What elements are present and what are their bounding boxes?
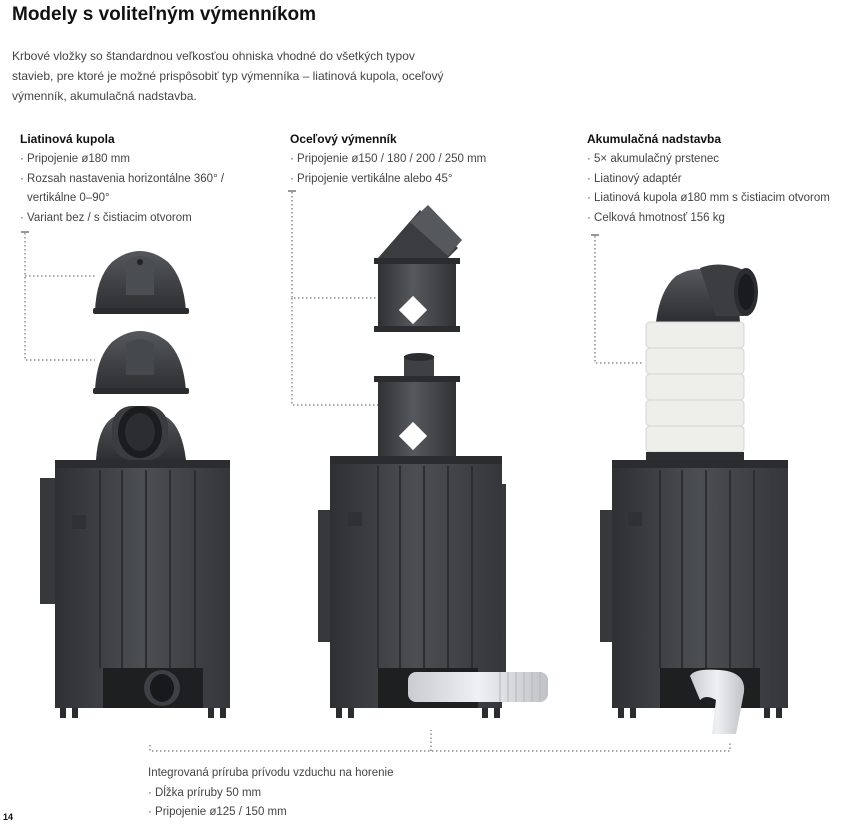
column-cast-iron-dome: Liatinová kupola · Pripojenie ø180 mm · … bbox=[20, 132, 224, 228]
spec-item: · Dĺžka príruby 50 mm bbox=[148, 786, 262, 799]
column-heading: Liatinová kupola bbox=[20, 132, 115, 146]
spec-item: · Rozsah nastavenia horizontálne 360° / bbox=[20, 172, 225, 185]
spec-item: · Liatinový adaptér bbox=[587, 172, 682, 185]
spec-item: · Pripojenie ø150 / 180 / 200 / 250 mm bbox=[290, 153, 487, 165]
column-heading: Akumulačná nadstavba bbox=[587, 132, 722, 146]
spec-item: vertikálne 0–90° bbox=[27, 192, 110, 204]
stove-cast-iron-dome bbox=[40, 251, 230, 718]
spec-item: · Pripojenie ø125 / 150 mm bbox=[148, 806, 287, 818]
note-heading: Integrovaná príruba prívodu vzduchu na h… bbox=[148, 767, 394, 779]
leader-lines bbox=[24, 192, 731, 752]
spec-item: · Celková hmotnosť 156 kg bbox=[587, 211, 725, 224]
spec-item: · Pripojenie ø180 mm bbox=[20, 153, 130, 165]
page-title: Modely s voliteľným výmenníkom bbox=[12, 4, 317, 25]
spec-item: · Liatinová kupola ø180 mm s čistiacim o… bbox=[587, 192, 830, 204]
spec-item: · Pripojenie vertikálne alebo 45° bbox=[290, 172, 453, 185]
column-steel-exchanger: Oceľový výmenník · Pripojenie ø150 / 180… bbox=[290, 132, 486, 189]
page-number: 14 bbox=[3, 812, 14, 822]
air-inlet-note: Integrovaná príruba prívodu vzduchu na h… bbox=[148, 764, 394, 823]
stove-steel-exchanger bbox=[318, 205, 548, 718]
intro-paragraph: Krbové vložky so štandardnou veľkosťou o… bbox=[12, 49, 444, 103]
stove-accumulation-top bbox=[600, 264, 788, 734]
column-accumulation-top: Akumulačná nadstavba · 5× akumulačný prs… bbox=[587, 132, 830, 228]
spec-item: · 5× akumulačný prstenec bbox=[587, 153, 719, 165]
column-heading: Oceľový výmenník bbox=[290, 132, 397, 146]
spec-item: · Variant bez / s čistiacim otvorom bbox=[20, 211, 192, 224]
